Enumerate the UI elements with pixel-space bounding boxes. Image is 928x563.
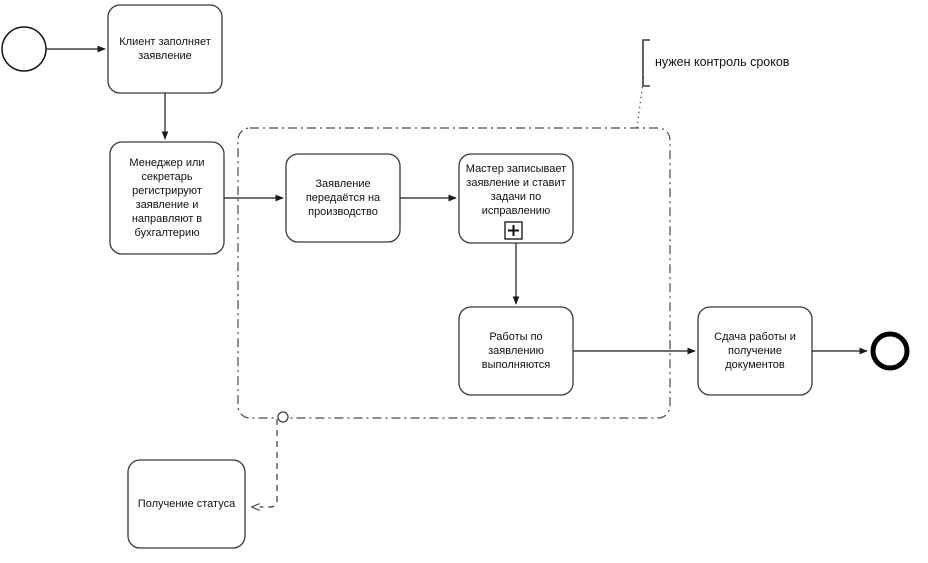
start-event[interactable] bbox=[1, 26, 47, 72]
end-event[interactable] bbox=[870, 331, 910, 371]
subprocess-plus-marker-icon bbox=[504, 221, 523, 240]
subprocess-boundary bbox=[237, 127, 671, 419]
annotation-deadline-control-text: нужен контроль сроков bbox=[655, 55, 790, 69]
task-delivery-and-documents[interactable] bbox=[697, 306, 813, 396]
flow-boundary-to-status bbox=[252, 419, 278, 507]
task-client-fills-application[interactable] bbox=[107, 4, 223, 94]
task-status-retrieval[interactable] bbox=[127, 459, 246, 549]
annotation-bracket-icon bbox=[642, 39, 650, 87]
task-works-performed[interactable] bbox=[458, 306, 574, 396]
task-application-to-production[interactable] bbox=[285, 153, 401, 243]
boundary-event[interactable] bbox=[277, 411, 289, 423]
task-manager-registers[interactable] bbox=[109, 141, 225, 255]
